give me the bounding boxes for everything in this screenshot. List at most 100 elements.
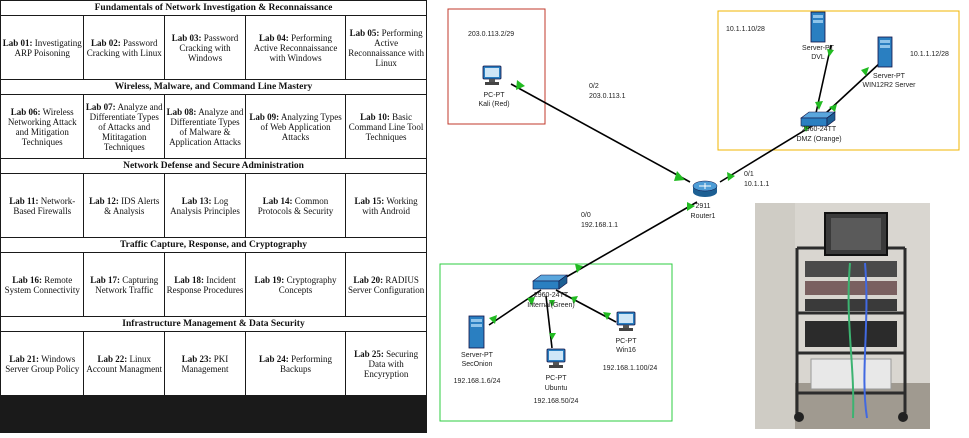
lab-cell: Lab 19: Cryptography Concepts [245, 253, 346, 316]
lab-cell: Lab 21: Windows Server Group Policy [1, 332, 84, 395]
lab-title: Capturing Network Traffic [95, 274, 159, 295]
status-up-icon [575, 264, 583, 273]
lab-cell: Lab 09: Analyzing Types of Web Applicati… [245, 95, 346, 158]
router-icon[interactable] [692, 180, 718, 197]
internal-zone [439, 263, 673, 422]
lab-title: Windows Server Group Policy [5, 353, 80, 374]
lab-number: Lab 22: [97, 353, 128, 364]
lab-title: Password Cracking with Windows [179, 32, 239, 63]
lab-title: Incident Response Procedures [166, 274, 244, 295]
lab-group-title: Traffic Capture, Response, and Cryptogra… [1, 238, 426, 252]
lab-number: Lab 08: [166, 106, 197, 117]
lab-title: Linux Account Managment [86, 353, 163, 374]
lab-cell: Lab 22: Linux Account Managment [84, 332, 165, 395]
win12-name: WIN12R2 Server [862, 82, 916, 89]
dvl-name: DVL [811, 54, 825, 61]
dmz-switch-name: DMZ (Orange) [796, 136, 842, 143]
link-router-internal [560, 201, 698, 281]
kali-pc-icon[interactable] [482, 65, 502, 85]
lab-cell: Lab 13: Log Analysis Principles [165, 174, 245, 237]
lab-number: Lab 17: [90, 274, 121, 285]
lab-cell: Lab 01: Investigating ARP Poisoning [1, 16, 84, 79]
lab-title: Analyze and Differentiate Types of Malwa… [169, 106, 244, 147]
lab-cell: Lab 11: Network-Based Firewalls [1, 174, 84, 237]
dmz-zone [717, 10, 960, 151]
lab-cell: Lab 08: Analyze and Differentiate Types … [165, 95, 245, 158]
status-up-icon [861, 67, 869, 76]
if-red-port: 0/2 [589, 83, 599, 90]
link-dmz-win12 [825, 61, 882, 114]
lab-title: Wireless Networking Attack and Mitigatio… [7, 106, 77, 147]
lab-cell: Lab 23: PKI Management [165, 332, 245, 395]
if-int-port: 0/0 [581, 212, 591, 219]
lab-cell: Lab 14: Common Protocols & Security [245, 174, 346, 237]
lab-title: Log Analysis Principles [170, 195, 240, 216]
kali-ip: 203.0.113.2/29 [468, 31, 515, 38]
lab-cell: Lab 17: Capturing Network Traffic [84, 253, 165, 316]
lab-cell: Lab 24: Performing Backups [245, 332, 346, 395]
int-switch-model: 2960-24TT [533, 292, 569, 299]
win12-server-icon[interactable] [877, 36, 893, 68]
internal-switch-icon[interactable] [532, 274, 568, 290]
lab-cell: Lab 03: Password Cracking with Windows [165, 16, 245, 79]
lab-cell: Lab 02: Password Cracking with Linux [84, 16, 165, 79]
lab-number: Lab 21: [9, 353, 39, 364]
lab-title: Analyze and Differentiate Types of Attac… [89, 101, 163, 152]
link-internal-seconion [488, 289, 542, 326]
seconion-server-icon[interactable] [468, 315, 485, 349]
status-up-icon [549, 333, 556, 340]
if-red-ip: 203.0.113.1 [589, 93, 626, 100]
status-up-icon [603, 312, 611, 320]
status-up-icon [571, 296, 578, 304]
lab-title: PKI Management [181, 353, 229, 374]
if-dmz-port: 0/1 [744, 171, 754, 178]
if-int-ip: 192.168.1.1 [581, 222, 618, 229]
win12-type: Server-PT [873, 73, 905, 80]
lab-table: Fundamentals of Network Investigation & … [0, 0, 427, 396]
lab-title: Investigating ARP Poisoning [14, 37, 82, 58]
link-internal-ubuntu [545, 295, 553, 349]
ubuntu-pc-icon[interactable] [546, 348, 566, 368]
lab-title: Performing Backups [280, 353, 333, 374]
lab-number: Lab 05: [349, 27, 380, 38]
lab-cell: Lab 15: Working with Android [346, 174, 426, 237]
lab-title: Common Protocols & Security [257, 195, 334, 216]
dvl-ip: 10.1.1.10/28 [726, 26, 765, 33]
lab-number: Lab 24: [259, 353, 289, 364]
status-up-icon [549, 300, 555, 307]
win16-pc-icon[interactable] [616, 311, 636, 331]
status-up-icon [527, 297, 535, 306]
lab-title: Performing Active Reconnaissance with Wi… [253, 32, 338, 63]
lab-cell: Lab 12: IDS Alerts & Analysis [84, 174, 165, 237]
status-up-icon [674, 171, 685, 181]
dmz-switch-icon[interactable] [800, 111, 836, 127]
lab-number: Lab 04: [259, 32, 289, 43]
dvl-server-icon[interactable] [810, 11, 826, 43]
win16-name: Win16 [616, 347, 636, 354]
lab-number: Lab 10: [360, 111, 390, 122]
status-up-icon [829, 104, 837, 112]
lab-title: IDS Alerts & Analysis [104, 195, 160, 216]
lab-group-title: Network Defense and Secure Administratio… [1, 159, 426, 173]
lab-group-title: Fundamentals of Network Investigation & … [1, 1, 426, 15]
lab-number: Lab 19: [254, 274, 285, 285]
ubuntu-ip: 192.168.50/24 [533, 398, 579, 405]
status-up-icon [687, 202, 695, 211]
lab-cell: Lab 06: Wireless Networking Attack and M… [1, 95, 84, 158]
lab-number: Lab 12: [89, 195, 119, 206]
lab-cell: Lab 20: RADIUS Server Configuration [346, 253, 426, 316]
lab-title: Working with Android [362, 195, 418, 216]
lab-title: Network-Based Firewalls [13, 195, 76, 216]
dvl-type: Server-PT [802, 45, 834, 52]
lab-number: Lab 09: [249, 111, 280, 122]
dmz-switch-model: 2960-24TT [801, 126, 837, 133]
lab-title: Analyzing Types of Web Application Attac… [260, 111, 342, 142]
lab-number: Lab 11: [9, 195, 39, 206]
router-name: Router1 [690, 213, 716, 220]
link-router-dmz [719, 123, 816, 183]
lab-cell: Lab 04: Performing Active Reconnaissance… [245, 16, 346, 79]
lab-number: Lab 02: [91, 37, 121, 48]
lab-title: Basic Command Line Tool Techniques [348, 111, 424, 142]
seconion-ip: 192.168.1.6/24 [453, 378, 501, 385]
if-dmz-ip: 10.1.1.1 [744, 181, 770, 188]
